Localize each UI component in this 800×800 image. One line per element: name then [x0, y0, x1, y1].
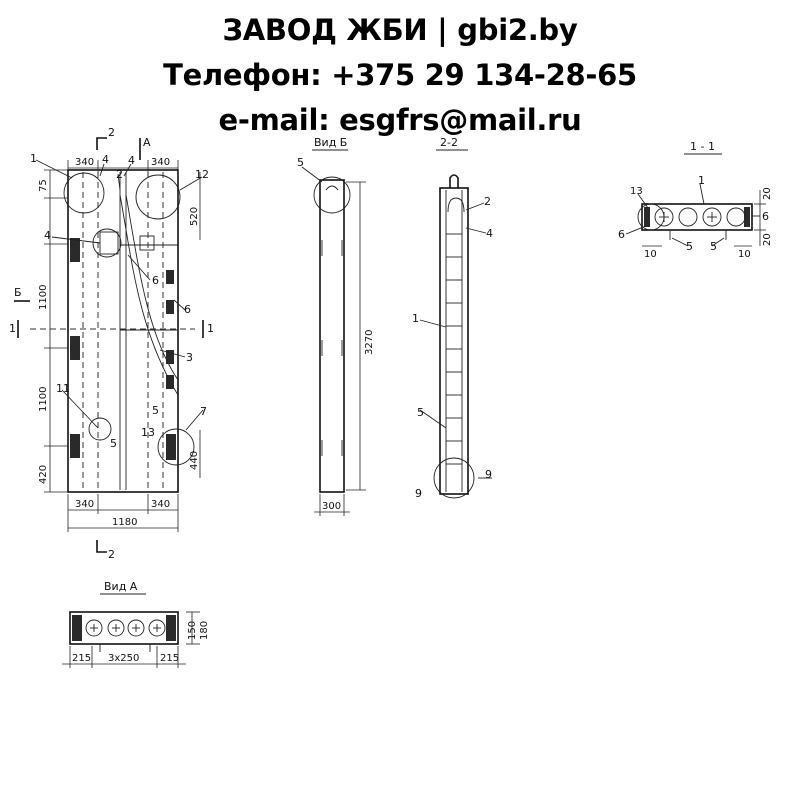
callout-front-3: 2 [116, 168, 123, 181]
section-22-callout-4: 9 [485, 468, 492, 481]
callout-front-1: 4 [102, 153, 109, 166]
section-11-callout-4: 5 [686, 240, 693, 253]
section-11-callout-2: 6 [762, 210, 769, 223]
section-22-callout-0: 2 [484, 195, 491, 208]
section-11-callout-3: 6 [618, 228, 625, 241]
callout-front-2: 4 [128, 154, 135, 167]
view-arrow-a: A [143, 136, 151, 149]
front-view: 2 2 A Б 1 1 340 340 75 1100 1100 420 [9, 126, 214, 561]
dim-total: 1180 [112, 517, 137, 528]
section-1-1: 1 - 1 20 20 10 10 1 13 6 6 5 5 [618, 140, 773, 260]
callout-front-13: 7 [200, 405, 207, 418]
section-11-dim-10-left: 10 [644, 249, 657, 260]
section-22-callout-3: 5 [417, 406, 424, 419]
dim-1100-a: 1100 [38, 285, 49, 310]
header-phone: Телефон: +375 29 134-28-65 [163, 58, 637, 92]
view-a-dim-left: 215 [72, 653, 91, 664]
section-mark-bottom: 2 [108, 548, 115, 561]
dim-top-right: 340 [151, 157, 170, 168]
dim-1100-b: 1100 [38, 387, 49, 412]
section-22-callout-5: 9 [415, 487, 422, 500]
section-22-callout-1: 4 [486, 227, 493, 240]
section-22-stirrups [446, 233, 462, 465]
callout-front-7: 6 [184, 303, 191, 316]
callout-front-11: 5 [152, 404, 159, 417]
callout-front-0: 1 [30, 152, 37, 165]
dim-440: 440 [189, 451, 200, 470]
section-mark-top: 2 [108, 126, 115, 139]
view-b-dim-width: 300 [322, 501, 341, 512]
header: ЗАВОД ЖБИ | gbi2.by Телефон: +375 29 134… [0, 8, 800, 143]
view-b-callout: 5 [297, 156, 304, 169]
section-11-callout-0: 1 [698, 174, 705, 187]
callout-front-8: 3 [186, 351, 193, 364]
section-11-callout-5: 5 [710, 240, 717, 253]
view-b-dim-height: 3270 [364, 330, 375, 355]
view-b-title: Вид Б [314, 136, 347, 149]
section-11-dim-20-top: 20 [762, 187, 773, 200]
view-a-dim-h2: 180 [199, 621, 210, 640]
view-a: Вид А 215 3х250 215 150 180 [62, 580, 210, 668]
dim-75: 75 [38, 179, 49, 192]
dim-bottom-right: 340 [151, 499, 170, 510]
section-2-2: 2-2 2 4 1 5 9 9 [412, 136, 493, 500]
section-11-dim-10-right: 10 [738, 249, 751, 260]
section-22-callout-2: 1 [412, 312, 419, 325]
view-arrow-b: Б [14, 286, 22, 299]
view-a-dim-mid: 3х250 [108, 653, 139, 664]
header-email: e-mail: esgfrs@mail.ru [218, 103, 582, 137]
section-22-title: 2-2 [440, 136, 458, 149]
callout-front-12: 13 [141, 426, 155, 439]
view-a-dim-height: 150 [187, 621, 198, 640]
callout-front-10: 5 [110, 437, 117, 450]
dim-520: 520 [189, 207, 200, 226]
dim-top-left: 340 [75, 157, 94, 168]
section-11-title: 1 - 1 [690, 140, 715, 153]
view-b: Вид Б 3270 300 5 [297, 136, 375, 516]
callout-front-9: 11 [56, 382, 70, 395]
dim-bottom-left: 340 [75, 499, 94, 510]
view-a-title: Вид А [104, 580, 138, 593]
callout-front-5: 4 [44, 229, 51, 242]
header-company: ЗАВОД ЖБИ | gbi2.by [222, 13, 578, 47]
cut-mark-left: 1 [9, 322, 16, 335]
section-11-dim-20-bottom: 20 [762, 233, 773, 246]
callout-front-4: 12 [195, 168, 209, 181]
callout-front-6: 6 [152, 274, 159, 287]
view-a-dim-right: 215 [160, 653, 179, 664]
section-11-callout-1: 13 [630, 186, 643, 197]
dim-420: 420 [38, 465, 49, 484]
cut-mark-right: 1 [207, 322, 214, 335]
